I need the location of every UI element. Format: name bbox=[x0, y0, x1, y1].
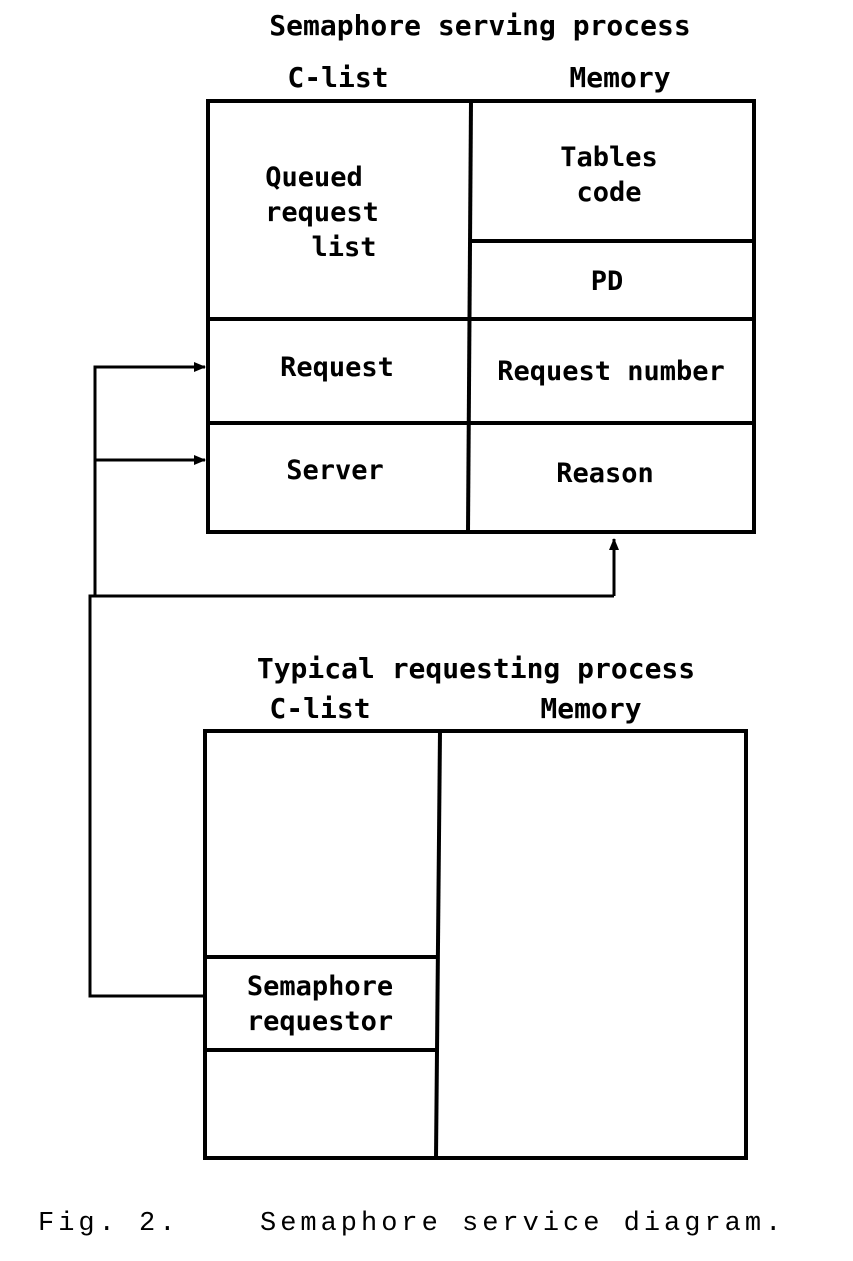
queued-request-list-line3: list bbox=[311, 232, 376, 263]
serving-clist-header: C-list bbox=[287, 61, 388, 94]
requesting-title: Typical requesting process bbox=[257, 652, 695, 685]
reason-cell: Reason bbox=[556, 458, 654, 489]
serving-outer-border bbox=[206, 99, 756, 534]
figure-label: Fig. 2. bbox=[38, 1209, 179, 1239]
request-capability-cell: Request bbox=[280, 352, 394, 383]
serving-clist-cells: Queued request list Request Server bbox=[265, 162, 394, 486]
arrow-to-request bbox=[93, 362, 206, 596]
request-number-cell: Request number bbox=[497, 356, 725, 387]
pd-cell: PD bbox=[591, 266, 624, 297]
serving-column-divider bbox=[466, 100, 473, 533]
requesting-column-divider bbox=[434, 730, 442, 1159]
serving-title: Semaphore serving process bbox=[269, 9, 690, 42]
requesting-clist-header: C-list bbox=[269, 692, 370, 725]
tables-code-line2: code bbox=[576, 177, 641, 208]
serving-memory-cells: Tables code PD Request number Reason bbox=[497, 142, 725, 489]
serving-memory-header: Memory bbox=[569, 61, 670, 94]
requesting-process-box bbox=[203, 729, 748, 1160]
semaphore-requestor-line1: Semaphore bbox=[247, 971, 393, 1002]
semaphore-requestor-line2: requestor bbox=[247, 1006, 393, 1037]
requesting-memory-header: Memory bbox=[540, 692, 641, 725]
serving-process-box bbox=[206, 99, 756, 534]
main-connector-line bbox=[88, 594, 614, 998]
requesting-outer-border bbox=[203, 729, 748, 1160]
connector-lines bbox=[88, 362, 619, 998]
queued-request-list-line2: request bbox=[265, 197, 379, 228]
server-capability-cell: Server bbox=[286, 455, 384, 486]
requesting-clist-cells: Semaphore requestor bbox=[247, 971, 393, 1037]
figure-caption: Semaphore service diagram. bbox=[260, 1209, 785, 1239]
queued-request-list-line1: Queued bbox=[265, 162, 363, 193]
tables-code-line1: Tables bbox=[560, 142, 658, 173]
